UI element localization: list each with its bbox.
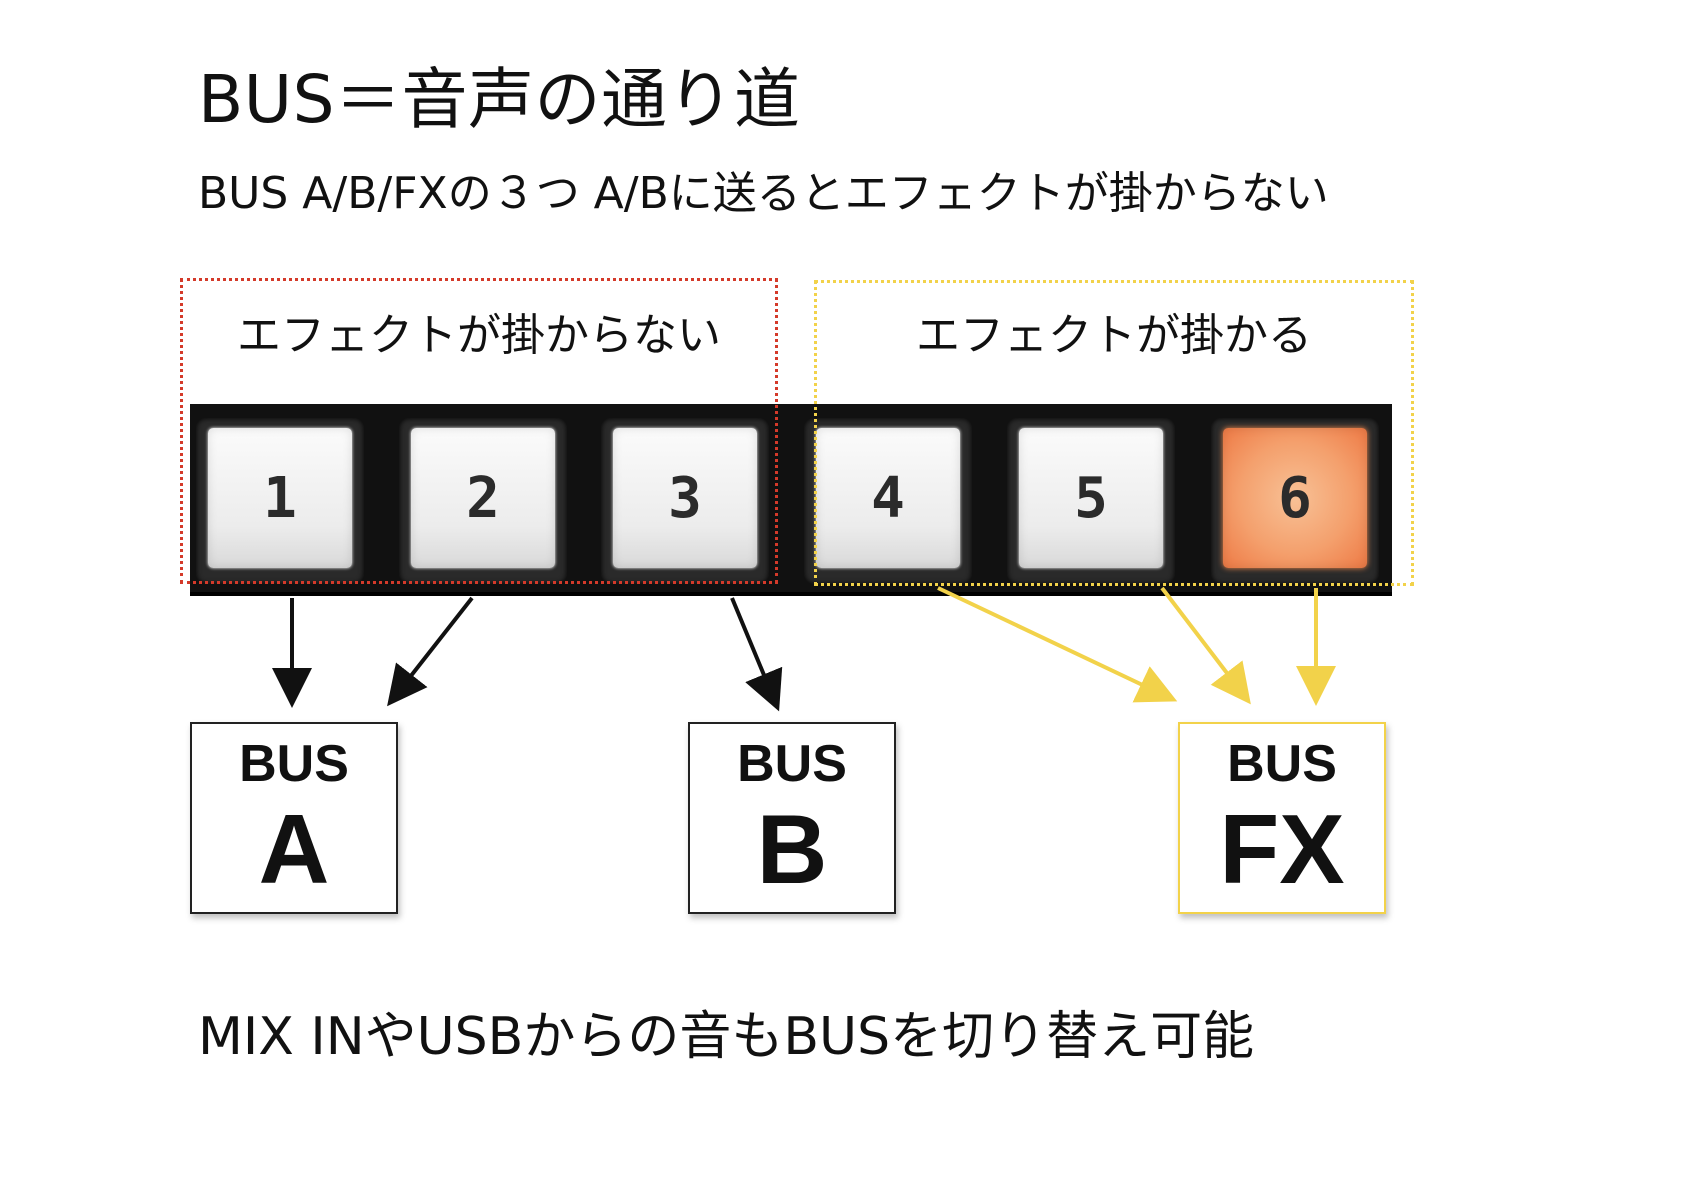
arrow-pad2-to-bus-a: [387, 596, 474, 707]
page-title: BUS＝音声の通り道: [198, 61, 801, 138]
pad-well-5: 5: [1007, 418, 1175, 584]
arrow-pad3-to-bus-b: [730, 597, 783, 712]
pad-well-3: 3: [601, 418, 769, 584]
bus-a-box: BUS A: [190, 722, 398, 914]
arrow-pad5-to-bus-fx: [1160, 586, 1251, 705]
pad-3-button[interactable]: 3: [613, 428, 757, 568]
bus-a-name: A: [258, 794, 330, 904]
pad-5-button[interactable]: 5: [1019, 428, 1163, 568]
pad-1-button[interactable]: 1: [208, 428, 352, 568]
bus-b-box: BUS B: [688, 722, 896, 914]
arrow-pad4-to-bus-fx: [937, 586, 1178, 703]
pad-4-number: 4: [871, 465, 905, 531]
bus-b-heading: BUS: [737, 735, 847, 793]
bus-fx-name: FX: [1219, 794, 1345, 904]
no-effect-group-label: エフェクトが掛からない: [237, 310, 721, 361]
effect-group-label: エフェクトが掛かる: [916, 310, 1312, 361]
pad-strip: 1 2 3 4 5 6: [190, 404, 1392, 596]
bus-a-heading: BUS: [239, 735, 349, 793]
pad-well-6: 6: [1211, 418, 1379, 584]
pad-well-1: 1: [196, 418, 364, 584]
pad-well-4: 4: [804, 418, 972, 584]
pad-5-number: 5: [1074, 465, 1108, 531]
no-effect-group-outline: [180, 278, 778, 584]
bus-fx-heading: BUS: [1227, 735, 1337, 793]
pad-3-number: 3: [668, 465, 702, 531]
effect-group-outline: [814, 280, 1414, 586]
pad-4-button[interactable]: 4: [816, 428, 960, 568]
subtitle: BUS A/B/FXの３つ A/Bに送るとエフェクトが掛からない: [198, 168, 1329, 219]
pad-2-number: 2: [466, 465, 500, 531]
pad-6-button[interactable]: 6: [1223, 428, 1367, 568]
pad-well-2: 2: [399, 418, 567, 584]
pad-1-number: 1: [263, 465, 297, 531]
pad-2-button[interactable]: 2: [411, 428, 555, 568]
pad-6-number: 6: [1278, 465, 1312, 531]
bus-fx-box: BUS FX: [1178, 722, 1386, 914]
bus-b-name: B: [756, 794, 828, 904]
footer-note: MIX INやUSBからの音もBUSを切り替え可能: [198, 1007, 1255, 1067]
